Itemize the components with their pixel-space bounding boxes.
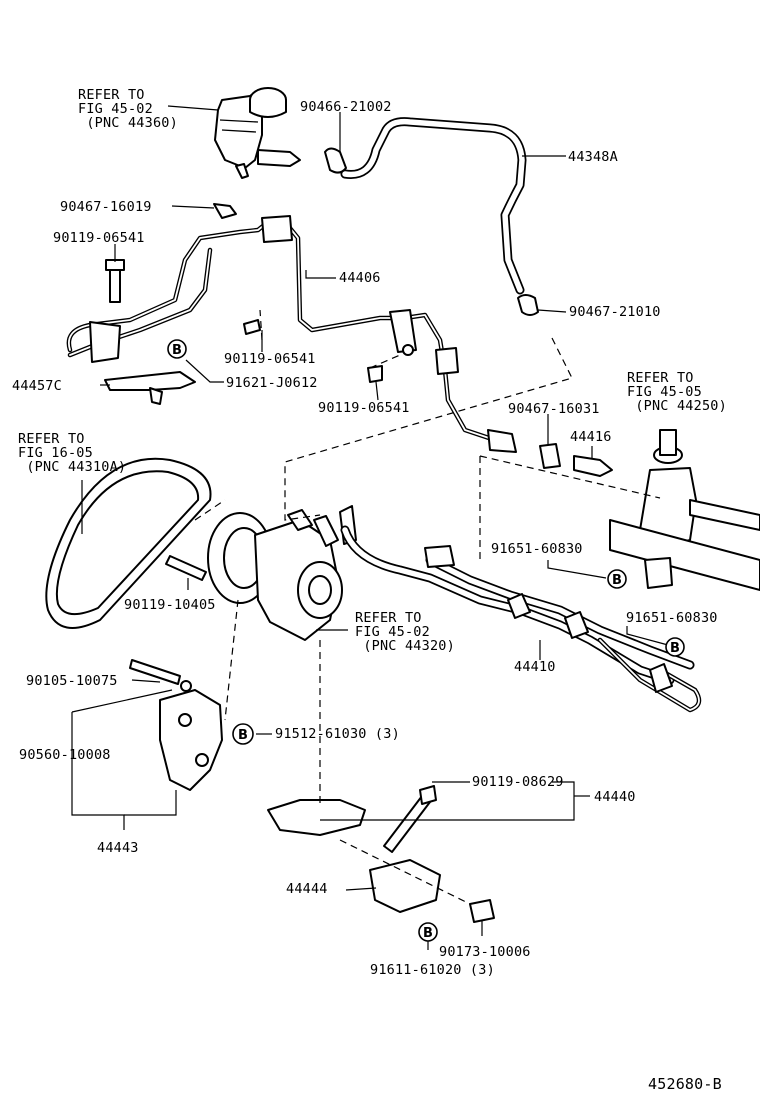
bolt-90119-10405 bbox=[165, 555, 207, 581]
part-90467-16031-label: 90467-16031 bbox=[508, 401, 600, 417]
refer-gear-label: REFER TO FIG 45-05 (PNC 44250) bbox=[627, 370, 727, 414]
clamp-90467-16019 bbox=[213, 203, 237, 219]
hose-clamp-90466-21002 bbox=[324, 147, 347, 174]
nut-90173-10006 bbox=[469, 899, 495, 923]
bolt-90119-06541 bbox=[105, 259, 383, 383]
callout-b-markers: B B B B B bbox=[167, 339, 685, 942]
part-90119-06541-label: 90119-06541 bbox=[224, 351, 316, 367]
callout-b-marker: B bbox=[607, 569, 627, 589]
hose-clamp-90467-21010 bbox=[517, 294, 539, 316]
callout-b-marker: B bbox=[665, 637, 685, 657]
union-44416 bbox=[539, 443, 613, 477]
power-steering-pump bbox=[207, 505, 357, 641]
svg-text:B: B bbox=[172, 343, 182, 358]
part-90119-06541-label: 90119-06541 bbox=[318, 400, 410, 416]
refer-belt-label: REFER TO FIG 16-05 (PNC 44310A) bbox=[18, 431, 127, 475]
part-44443-label: 44443 bbox=[97, 840, 139, 856]
refer-pump-label: REFER TO FIG 45-02 (PNC 44320) bbox=[355, 610, 455, 654]
svg-text:B: B bbox=[612, 573, 622, 588]
part-44348A-label: 44348A bbox=[568, 149, 618, 165]
pressure-hose-44410 bbox=[340, 525, 702, 713]
assembly-dashed-lines bbox=[194, 309, 661, 905]
bracket-44457C bbox=[104, 371, 196, 405]
part-44410-label: 44410 bbox=[514, 659, 556, 675]
part-90119-08629-label: 90119-08629 bbox=[472, 774, 564, 790]
drawing-number: 452680-B bbox=[648, 1075, 722, 1093]
part-90119-10405-label: 90119-10405 bbox=[124, 597, 216, 613]
part-90105-10075-label: 90105-10075 bbox=[26, 673, 118, 689]
callout-b-marker: B bbox=[232, 723, 254, 745]
part-90466-21002-label: 90466-21002 bbox=[300, 99, 392, 115]
bolt-90119-08629 bbox=[383, 785, 437, 853]
drive-belt bbox=[45, 457, 212, 629]
part-90467-16019-label: 90467-16019 bbox=[60, 199, 152, 215]
part-90173-10006-label: 90173-10006 bbox=[439, 944, 531, 960]
part-90467-21010-label: 90467-21010 bbox=[569, 304, 661, 320]
part-44406-label: 44406 bbox=[339, 270, 381, 286]
reservoir-tank bbox=[214, 87, 301, 179]
bracket-44443 bbox=[159, 689, 223, 791]
svg-text:B: B bbox=[423, 926, 433, 941]
refer-reservoir-label: REFER TO FIG 45-02 (PNC 44360) bbox=[78, 87, 178, 131]
part-91611-61020-label: 91611-61020 (3) bbox=[370, 962, 495, 978]
svg-text:B: B bbox=[670, 641, 680, 656]
part-44457C-label: 44457C bbox=[12, 378, 62, 394]
callout-b-marker: B bbox=[167, 339, 187, 359]
svg-text:B: B bbox=[238, 728, 248, 743]
bracket-44440 bbox=[267, 799, 366, 836]
part-91651-60830-label: 91651-60830 bbox=[491, 541, 583, 557]
bolt-90105-10075 bbox=[129, 659, 192, 692]
part-44416-label: 44416 bbox=[570, 429, 612, 445]
pressure-tube-44406 bbox=[66, 215, 517, 453]
part-90119-06541-label: 90119-06541 bbox=[53, 230, 145, 246]
part-44440-label: 44440 bbox=[594, 789, 636, 805]
part-91621-J0612-label: 91621-J0612 bbox=[226, 375, 318, 391]
part-91512-61030-label: 91512-61030 (3) bbox=[275, 726, 400, 742]
part-44444-label: 44444 bbox=[286, 881, 328, 897]
steering-gear-housing bbox=[609, 429, 760, 591]
return-hose-44348A bbox=[340, 117, 527, 295]
part-90560-10008-label: 90560-10008 bbox=[19, 747, 111, 763]
callout-b-marker: B bbox=[418, 922, 438, 942]
bracket-44444 bbox=[369, 859, 441, 913]
part-91651-60830-label: 91651-60830 bbox=[626, 610, 718, 626]
